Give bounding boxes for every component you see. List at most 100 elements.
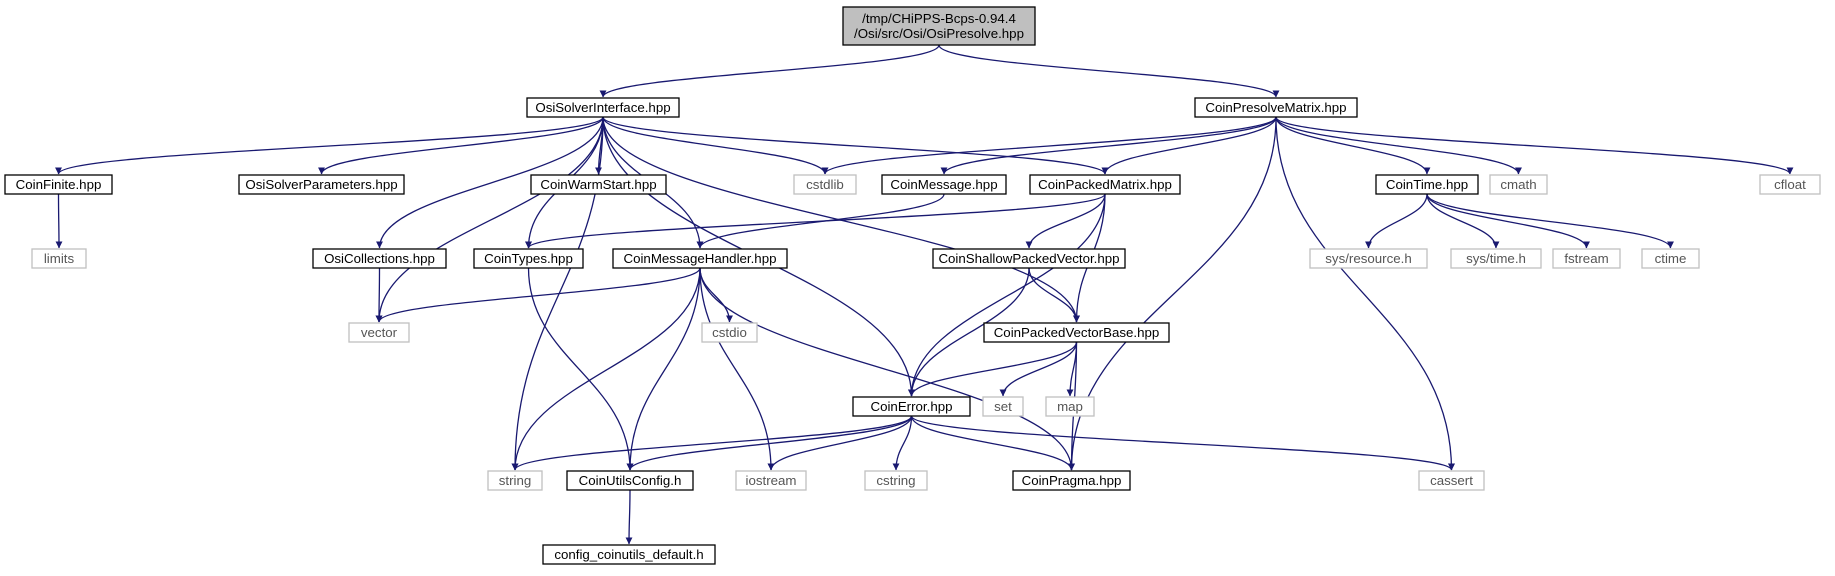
node-label-osisolverinterface: OsiSolverInterface.hpp — [535, 100, 670, 115]
edge-coinshallowpackedvector-to-coinpackedvectorbase — [1028, 267, 1080, 323]
edge-osisolverinterface-to-osisolverparameters — [318, 116, 604, 175]
node-cointime[interactable]: CoinTime.hpp — [1375, 174, 1479, 195]
edge-coinpresolvematrix-to-cassert — [1275, 116, 1455, 471]
node-box-configcoinutils — [542, 544, 716, 565]
node-label-coinpackedvectorbase: CoinPackedVectorBase.hpp — [994, 325, 1160, 340]
node-box-coinpragma — [1012, 470, 1131, 491]
node-label-root-line-1: /tmp/CHiPPS-Bcps-0.94.4 — [862, 11, 1016, 26]
node-box-coinmessage — [881, 174, 1007, 195]
node-box-cstdio — [701, 322, 758, 343]
node-box-cstring — [864, 470, 928, 491]
node-cointypes[interactable]: CoinTypes.hpp — [473, 248, 584, 269]
node-box-coinwarmstart — [530, 174, 667, 195]
node-limits: limits — [31, 248, 87, 269]
edge-osisolverinterface-to-cstdlib — [602, 116, 829, 175]
node-box-cfloat — [1759, 174, 1821, 195]
node-box-coinpackedmatrix — [1029, 174, 1181, 195]
edge-coinpresolvematrix-to-cstdlib — [821, 116, 1277, 175]
edge-root-to-coinpresolvematrix — [938, 44, 1280, 98]
node-box-limits — [31, 248, 87, 269]
node-label-ctime: ctime — [1655, 251, 1687, 266]
node-label-cointime: CoinTime.hpp — [1386, 177, 1468, 192]
node-box-cstdlib — [793, 174, 857, 195]
edge-coinmessagehandler-to-cstdio — [699, 267, 733, 323]
edge-coinpackedvectorbase-to-set — [999, 341, 1078, 397]
node-label-vector: vector — [361, 325, 398, 340]
node-osicollections[interactable]: OsiCollections.hpp — [312, 248, 447, 269]
node-label-coinutilsconfig: CoinUtilsConfig.h — [579, 473, 682, 488]
edge-coinpresolvematrix-to-coinpragma — [1068, 116, 1277, 471]
node-label-coinmessage: CoinMessage.hpp — [890, 177, 997, 192]
node-coinmessage[interactable]: CoinMessage.hpp — [881, 174, 1007, 195]
node-osisolverinterface[interactable]: OsiSolverInterface.hpp — [526, 97, 680, 118]
edge-osisolverinterface-to-osicollections — [376, 116, 604, 249]
edge-coinerror-to-coinpragma — [910, 415, 1075, 471]
node-label-cfloat: cfloat — [1774, 177, 1806, 192]
node-box-coinpresolvematrix — [1194, 97, 1358, 118]
edge-coinpresolvematrix-to-coinmessage — [940, 116, 1277, 175]
node-label-coinpresolvematrix: CoinPresolveMatrix.hpp — [1205, 100, 1346, 115]
node-configcoinutils[interactable]: config_coinutils_default.h — [542, 544, 716, 565]
node-label-limits: limits — [44, 251, 75, 266]
node-cfloat: cfloat — [1759, 174, 1821, 195]
edge-coinerror-to-coinutilsconfig — [626, 415, 913, 471]
node-label-string: string — [499, 473, 532, 488]
node-coinpresolvematrix[interactable]: CoinPresolveMatrix.hpp — [1194, 97, 1358, 118]
node-box-coinshallowpackedvector — [932, 248, 1126, 269]
edge-coinpackedmatrix-to-cointypes — [525, 193, 1106, 249]
nodes-layer: /tmp/CHiPPS-Bcps-0.94.4/Osi/src/Osi/OsiP… — [4, 6, 1821, 565]
node-label-coinshallowpackedvector: CoinShallowPackedVector.hpp — [938, 251, 1119, 266]
node-coinshallowpackedvector[interactable]: CoinShallowPackedVector.hpp — [932, 248, 1126, 269]
node-label-fstream: fstream — [1564, 251, 1608, 266]
node-label-sysresource: sys/resource.h — [1325, 251, 1411, 266]
node-cassert: cassert — [1418, 470, 1485, 491]
node-label-map: map — [1057, 399, 1083, 414]
node-label-cstdlib: cstdlib — [806, 177, 844, 192]
node-label-cstring: cstring — [876, 473, 915, 488]
edge-coinshallowpackedvector-to-coinerror — [908, 267, 1030, 397]
node-coinmessagehandler[interactable]: CoinMessageHandler.hpp — [612, 248, 788, 269]
edge-coinfinite-to-limits — [55, 193, 63, 249]
node-root[interactable]: /tmp/CHiPPS-Bcps-0.94.4/Osi/src/Osi/OsiP… — [842, 6, 1036, 46]
node-coinutilsconfig[interactable]: CoinUtilsConfig.h — [566, 470, 694, 491]
node-box-set — [982, 396, 1024, 417]
node-box-sysresource — [1309, 248, 1428, 269]
node-label-cassert: cassert — [1430, 473, 1473, 488]
node-cstring: cstring — [864, 470, 928, 491]
edge-coinpresolvematrix-to-cmath — [1275, 116, 1522, 175]
node-cstdlib: cstdlib — [793, 174, 857, 195]
edge-coinpackedmatrix-to-coinerror — [908, 193, 1106, 397]
node-label-coinmessagehandler: CoinMessageHandler.hpp — [623, 251, 776, 266]
node-systime: sys/time.h — [1450, 248, 1542, 269]
node-coinerror[interactable]: CoinError.hpp — [852, 396, 971, 417]
edge-coinerror-to-cstring — [892, 415, 913, 471]
node-fstream: fstream — [1552, 248, 1621, 269]
node-box-coinerror — [852, 396, 971, 417]
edge-coinpresolvematrix-to-cfloat — [1275, 116, 1794, 175]
edge-root-to-osisolverinterface — [599, 44, 940, 98]
node-label-osisolverparameters: OsiSolverParameters.hpp — [245, 177, 397, 192]
node-box-osicollections — [312, 248, 447, 269]
node-box-osisolverparameters — [238, 174, 405, 195]
node-coinpackedmatrix[interactable]: CoinPackedMatrix.hpp — [1029, 174, 1181, 195]
node-coinwarmstart[interactable]: CoinWarmStart.hpp — [530, 174, 667, 195]
edges-layer — [55, 44, 1794, 545]
node-label-root-line-2: /Osi/src/Osi/OsiPresolve.hpp — [854, 26, 1024, 41]
node-coinfinite[interactable]: CoinFinite.hpp — [4, 174, 113, 195]
node-label-osicollections: OsiCollections.hpp — [324, 251, 435, 266]
node-coinpackedvectorbase[interactable]: CoinPackedVectorBase.hpp — [983, 322, 1170, 343]
node-osisolverparameters[interactable]: OsiSolverParameters.hpp — [238, 174, 405, 195]
node-ctime: ctime — [1641, 248, 1700, 269]
edge-coinerror-to-cassert — [910, 415, 1455, 471]
node-box-osisolverinterface — [526, 97, 680, 118]
node-coinpragma[interactable]: CoinPragma.hpp — [1012, 470, 1131, 491]
node-map: map — [1045, 396, 1095, 417]
node-label-coinfinite: CoinFinite.hpp — [16, 177, 102, 192]
edge-coinerror-to-string — [511, 415, 913, 471]
edge-coinpresolvematrix-to-coinpackedmatrix — [1101, 116, 1277, 175]
node-box-coinpackedvectorbase — [983, 322, 1170, 343]
edge-coinpackedvectorbase-to-coinerror — [908, 341, 1078, 397]
node-box-map — [1045, 396, 1095, 417]
